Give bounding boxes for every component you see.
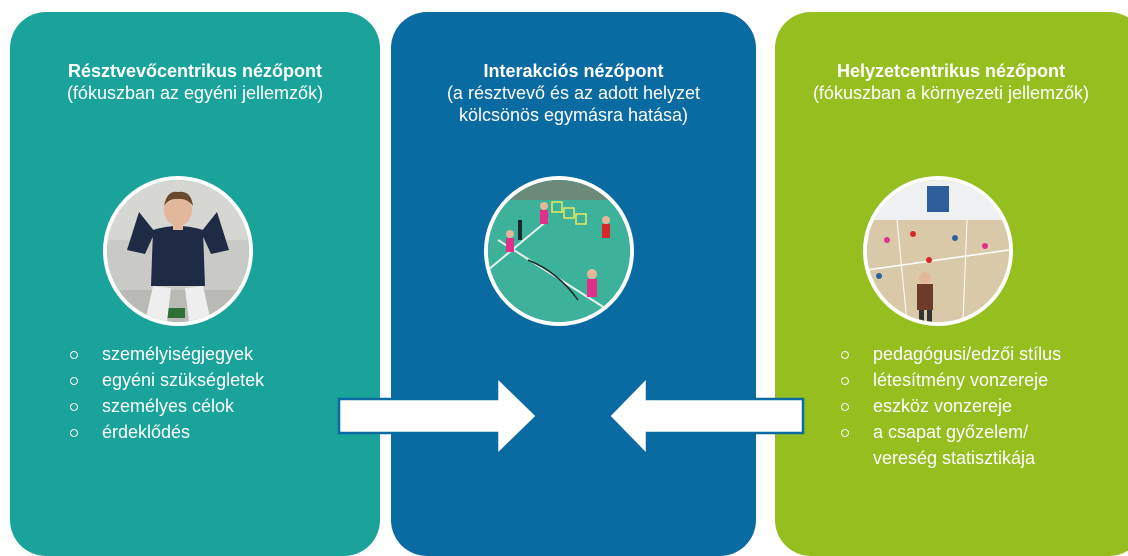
- interaction-header: Interakciós nézőpont (a résztvevő és az …: [391, 60, 756, 126]
- children-playing-photo: [484, 176, 634, 326]
- situation-subtitle: (fókuszban a környezeti jellemzők): [775, 82, 1127, 104]
- participant-header: Résztvevőcentrikus nézőpont (fókuszban a…: [10, 60, 380, 104]
- interaction-subtitle-line: kölcsönös egymásra hatása): [458, 105, 689, 125]
- situation-items: pedagógusi/edzői stílus létesítmény vonz…: [839, 341, 1061, 471]
- list-item: pedagógusi/edzői stílus: [839, 341, 1061, 367]
- list-item: eszköz vonzereje: [839, 393, 1061, 419]
- list-item: érdeklődés: [68, 419, 264, 445]
- list-item: a csapat győzelem/ vereség statisztikája: [839, 419, 1061, 471]
- right-arrow-icon: [337, 374, 539, 458]
- interaction-subtitle-line: (a résztvevő és az adott helyzet: [446, 83, 701, 103]
- participant-centric-panel: Résztvevőcentrikus nézőpont (fókuszban a…: [10, 12, 380, 556]
- participant-title: Résztvevőcentrikus nézőpont: [67, 61, 323, 81]
- list-item: egyéni szükségletek: [68, 367, 264, 393]
- list-item: személyes célok: [68, 393, 264, 419]
- participant-items: személyiségjegyek egyéni szükségletek sz…: [68, 341, 264, 445]
- participant-subtitle-line: (fókuszban az egyéni jellemzők): [66, 83, 324, 103]
- interaction-subtitle: (a résztvevő és az adott helyzet kölcsön…: [391, 82, 756, 126]
- boy-exercising-photo: [103, 176, 253, 326]
- situation-header: Helyzetcentrikus nézőpont (fókuszban a k…: [775, 60, 1127, 104]
- left-arrow-icon: [607, 373, 805, 459]
- situation-title: Helyzetcentrikus nézőpont: [836, 61, 1066, 81]
- situation-centric-panel: Helyzetcentrikus nézőpont (fókuszban a k…: [775, 12, 1128, 556]
- participant-subtitle: (fókuszban az egyéni jellemzők): [10, 82, 380, 104]
- interaction-title: Interakciós nézőpont: [483, 61, 664, 81]
- sports-hall-photo: [863, 176, 1013, 326]
- interaction-panel: Interakciós nézőpont (a résztvevő és az …: [391, 12, 756, 556]
- list-item: létesítmény vonzereje: [839, 367, 1061, 393]
- list-item: személyiségjegyek: [68, 341, 264, 367]
- situation-subtitle-line: (fókuszban a környezeti jellemzők): [812, 83, 1090, 103]
